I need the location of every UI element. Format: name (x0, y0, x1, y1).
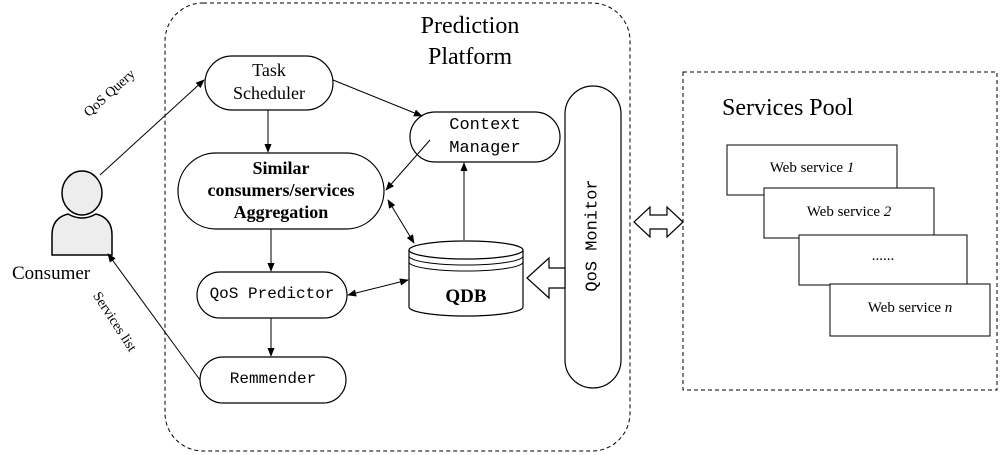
services-list-arrow (107, 253, 201, 381)
qos-predictor-label: QoS Predictor (209, 285, 335, 303)
consumer-label: Consumer (12, 263, 91, 284)
aggregation-label-line1: Similar (252, 158, 310, 178)
monitor-to-qdb-arrow (526, 256, 566, 300)
services-pool-boundary (682, 71, 998, 391)
platform-title-line1: Prediction (420, 13, 520, 39)
services-pool-title: Services Pool (722, 95, 854, 121)
database-icon (408, 240, 524, 317)
task-scheduler-box[interactable] (204, 55, 334, 111)
web-service-label-1: Web service 1 (769, 160, 855, 176)
context-manager-label-line2: Manager (449, 139, 521, 158)
aggregation-qdb-arrow (387, 199, 415, 244)
context-to-aggregation-arrow (385, 139, 431, 191)
task-scheduler-label-line1: Task (252, 60, 286, 80)
web-service-card-4[interactable] (829, 283, 991, 337)
predictor-qdb-arrow (347, 278, 409, 297)
aggregation-label-line3: Aggregation (233, 202, 329, 222)
qdb-label: QDB (445, 286, 487, 307)
web-service-label-4: Web service n (867, 300, 953, 316)
web-service-label-2: Web service 2 (806, 204, 892, 220)
scheduler-to-context-arrow (332, 79, 423, 117)
web-service-card-3[interactable] (798, 234, 968, 286)
qos-monitor-box[interactable] (564, 85, 622, 389)
context-manager-label-line1: Context (449, 116, 521, 135)
platform-title-line2: Platform (428, 44, 512, 70)
query-arrow (99, 79, 205, 176)
double-arrow-icon (633, 205, 684, 239)
qos-predictor-box[interactable] (196, 271, 348, 319)
remmender-label: Remmender (229, 370, 317, 388)
web-service-card-1[interactable] (726, 144, 898, 196)
user-icon (51, 170, 113, 256)
aggregation-label-line2: consumers/services (207, 180, 355, 200)
context-manager-box[interactable] (409, 111, 561, 163)
web-service-label-3: ...... (871, 248, 895, 264)
aggregation-box[interactable] (177, 152, 385, 230)
task-scheduler-label-line2: Scheduler (233, 83, 305, 103)
qos-monitor-label: QoS Monitor (583, 179, 603, 292)
prediction-platform-boundary (164, 2, 631, 452)
